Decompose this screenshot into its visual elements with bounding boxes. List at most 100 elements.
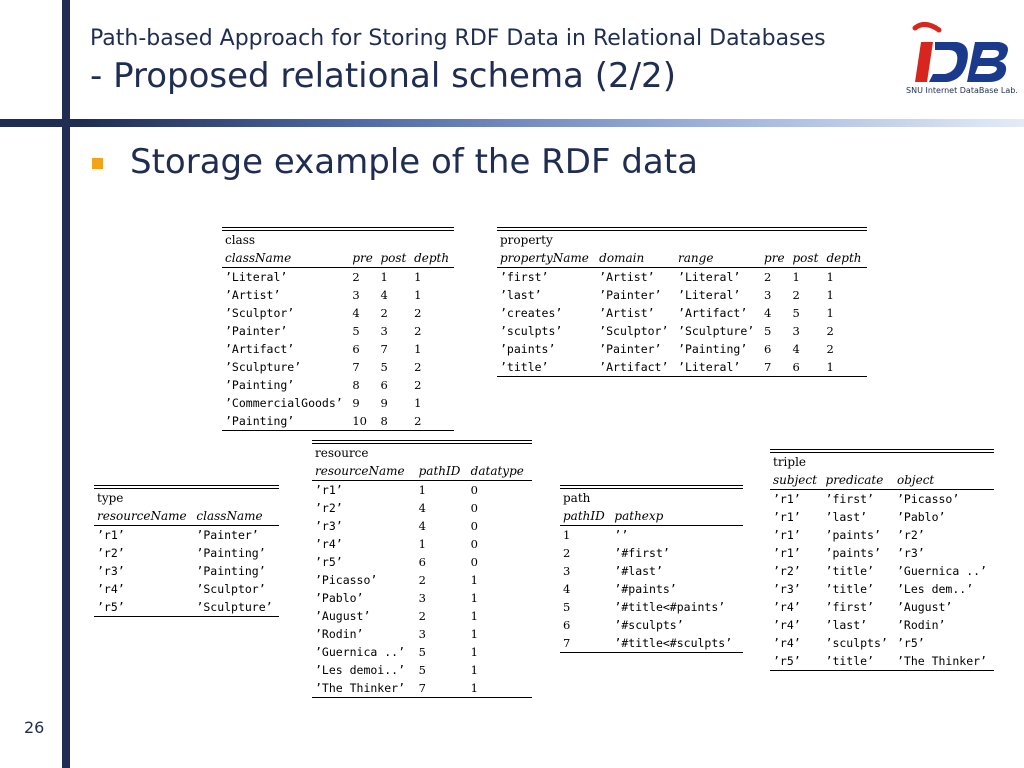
resource-table-name: resource — [315, 446, 369, 460]
table-cell: 2 — [352, 270, 360, 284]
table-cell: ’r3’ — [315, 519, 343, 533]
table-cell: 5 — [352, 324, 360, 338]
table-row: ’r3’’Painting’ — [94, 562, 279, 580]
table-cell: ’The Thinker’ — [896, 654, 987, 668]
column-header: predicate — [822, 471, 894, 490]
table-cell: ’Sculpture’ — [196, 600, 273, 614]
table-cell: 8 — [352, 378, 360, 392]
table-cell: 3 — [418, 627, 426, 641]
column-header: domain — [596, 249, 676, 268]
table-cell: ’Sculptor’ — [599, 324, 669, 338]
table-cell: ’Artist’ — [599, 270, 655, 284]
table-cell: 6 — [352, 342, 360, 356]
bullet-square-icon — [92, 158, 103, 169]
table-cell: ’Sculptor’ — [225, 306, 295, 320]
table-cell: ’Sculpture’ — [678, 324, 755, 338]
table-cell: 9 — [352, 396, 360, 410]
table-cell: ’paints’ — [500, 342, 556, 356]
table-cell: ’r4’ — [773, 600, 801, 614]
table-cell: ’Les demoi..’ — [315, 663, 406, 677]
table-cell: 1 — [470, 591, 478, 605]
table-cell: 1 — [418, 537, 426, 551]
table-cell: ’Artifact’ — [225, 342, 295, 356]
table-cell: 5 — [418, 663, 426, 677]
table-cell: ’Picasso’ — [315, 573, 378, 587]
column-header: pre — [349, 249, 378, 268]
table-cell: 5 — [418, 645, 426, 659]
table-cell: ’r1’ — [773, 546, 801, 560]
column-header: className — [222, 249, 350, 268]
table-cell: ’r3’ — [773, 582, 801, 596]
table-cell: 5 — [792, 306, 800, 320]
table-cell: ’Literal’ — [678, 288, 741, 302]
table-cell: 7 — [380, 342, 388, 356]
table-cell: ’Sculptor’ — [196, 582, 266, 596]
column-header: pathexp — [611, 507, 743, 526]
column-header: post — [377, 249, 412, 268]
table-cell: ’Artifact’ — [678, 306, 748, 320]
idb-logo-icon — [912, 22, 1008, 82]
table-row: ’r2’’Painting’ — [94, 544, 279, 562]
table-cell: ’r3’ — [97, 564, 125, 578]
table-cell: 7 — [418, 681, 426, 695]
table-cell: ’#title<#sculpts’ — [614, 636, 733, 650]
table-cell: ’r3’ — [896, 546, 925, 560]
table-cell: 1 — [418, 483, 426, 497]
table-row: ’r1’’Painter’ — [94, 526, 279, 545]
table-cell: ’r1’ — [97, 528, 125, 542]
resource-table-top-rule — [312, 440, 532, 444]
table-cell: 1 — [826, 360, 834, 374]
table-cell: 8 — [380, 414, 388, 428]
class-table-bottom-rule — [222, 430, 454, 431]
table-cell: 3 — [764, 288, 772, 302]
table-cell: ’The Thinker’ — [315, 681, 406, 695]
header-divider-bar — [0, 119, 1024, 127]
table-row: ’r1’ 1 0 — [312, 481, 532, 500]
table-cell: 1 — [470, 627, 478, 641]
table-cell: 0 — [470, 483, 478, 497]
table-cell: 1 — [470, 609, 478, 623]
table-cell: ’Pablo’ — [315, 591, 364, 605]
table-row: 5’#title<#paints’ — [560, 598, 743, 616]
table-cell: ’r1’ — [773, 492, 801, 506]
table-cell: ’Artist’ — [599, 306, 655, 320]
column-header: object — [893, 471, 994, 490]
table-cell: ’r1’ — [315, 483, 343, 497]
table-cell: ’Painting’ — [225, 414, 295, 428]
logo-caption: SNU Internet DataBase Lab. — [906, 86, 1018, 95]
property-table-top-rule — [497, 227, 867, 231]
column-header: depth — [823, 249, 867, 268]
table-cell: ’Picasso’ — [896, 492, 960, 506]
table-cell: 1 — [414, 342, 422, 356]
table-cell: 7 — [352, 360, 360, 374]
table-cell: 3 — [380, 324, 388, 338]
table-cell: ’r2’ — [97, 546, 125, 560]
left-accent-bar — [62, 0, 70, 768]
table-row: ’r5’’Sculpture’ — [94, 598, 279, 616]
table-cell: ’r4’ — [773, 636, 801, 650]
table-cell: 0 — [470, 537, 478, 551]
column-header: subject — [770, 471, 823, 490]
table-cell: ’Literal’ — [225, 270, 288, 284]
slide-title-line2: - Proposed relational schema (2/2) — [90, 56, 676, 96]
column-header: pathID — [560, 507, 612, 526]
table-cell: ’Guernica ..’ — [896, 564, 987, 578]
table-cell: 0 — [470, 555, 478, 569]
table-cell: ’sculpts’ — [500, 324, 563, 338]
table-row: ’r4’’last’’Rodin’ — [770, 616, 994, 634]
table-row: ’r4’’Sculptor’ — [94, 580, 279, 598]
table-cell: ’sculpts’ — [825, 636, 888, 650]
